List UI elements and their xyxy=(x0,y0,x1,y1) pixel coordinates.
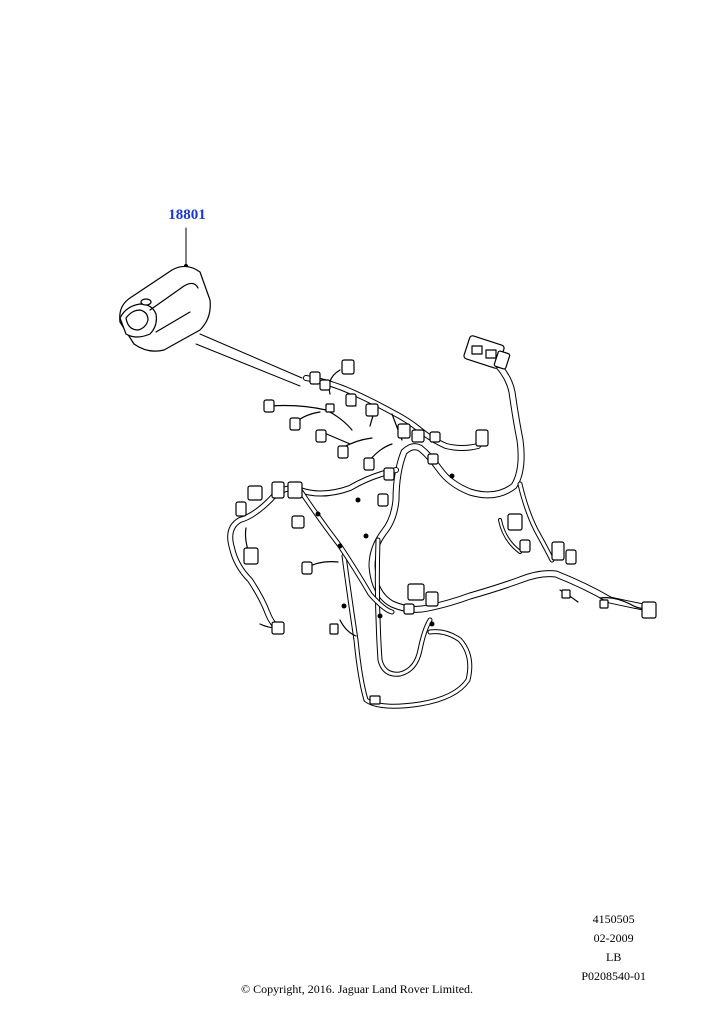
reference-code: 4150505 xyxy=(592,912,635,926)
part-number-callout[interactable]: 18801 xyxy=(168,207,206,223)
illustration-id: P0208540-01 xyxy=(581,969,646,983)
drawing-reference-block: 4150505 02-2009 LB P0208540-01 xyxy=(581,910,646,986)
harness-trunk xyxy=(227,352,652,709)
connectors xyxy=(235,335,657,705)
drawing-date: 02-2009 xyxy=(593,931,634,945)
copyright-notice: © Copyright, 2016. Jaguar Land Rover Lim… xyxy=(240,982,474,996)
harness-clips xyxy=(315,473,455,627)
harness-cover-part xyxy=(119,265,211,352)
variant-code: LB xyxy=(605,950,622,964)
